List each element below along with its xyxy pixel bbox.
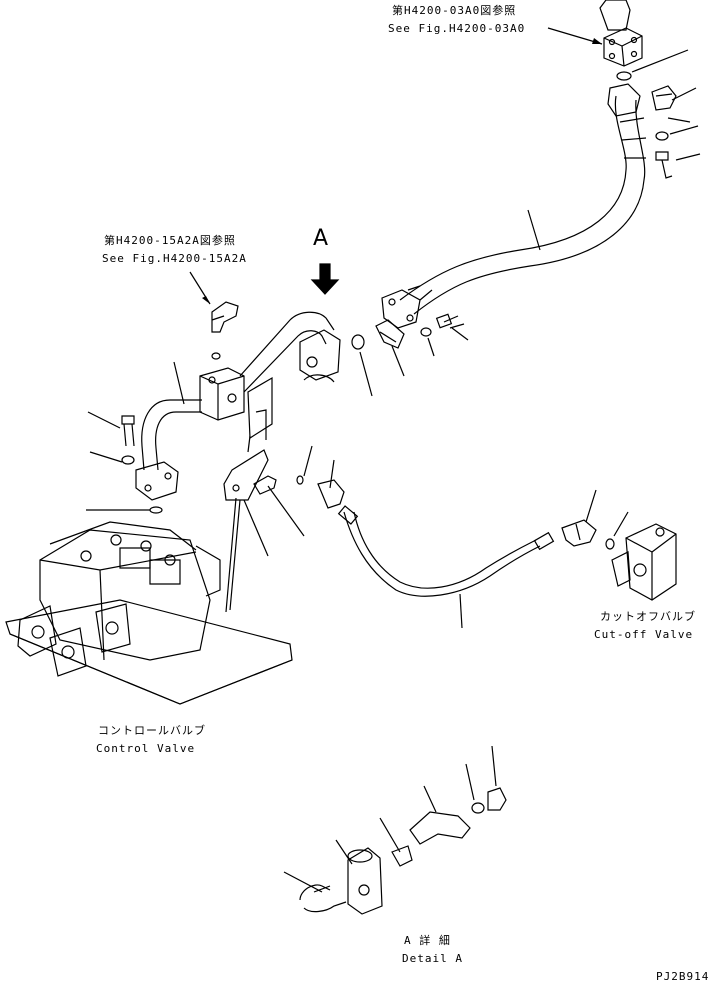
split-flange-top [652,86,676,110]
pipe-elbow-left [136,400,202,500]
control-valve [6,522,292,704]
elbow-fitting-top [212,302,238,332]
cutoff-valve [612,524,676,600]
steel-pipe [240,312,340,392]
o-ring-mid [352,335,364,349]
o-ring-top [617,72,631,80]
drawing-code: PJ2B914 [656,970,710,983]
pipe-bracket [224,378,272,610]
ref-label-mid-jp: 第H4200-15A2A図参照 [104,234,236,247]
lower-hose [318,460,553,596]
washer-left [122,456,134,464]
view-marker-label: A [313,226,329,251]
pipe-block [200,368,244,420]
ref-label-top-jp: 第H4200-03A0図参照 [392,4,517,17]
elbow-fitting-cutoff [562,520,596,546]
ref-label-top-en: See Fig.H4200-03A0 [388,22,526,35]
detail-label-en: Detail A [402,952,463,965]
bolt-bracket [254,476,276,494]
cutoff-valve-label-en: Cut-off Valve [594,628,694,641]
bolt-left [122,416,134,446]
view-arrow-a [312,264,338,294]
bolt-top [656,152,672,178]
bolt-mid [437,314,464,328]
hose-flange-mid [382,290,420,328]
detail-label-jp: A 詳 細 [404,934,451,947]
top-flange-block [600,0,642,66]
split-flange-mid [376,320,404,348]
control-valve-label-jp: コントロールバルブ [98,724,206,737]
detail-a [284,746,506,914]
ref-label-mid-en: See Fig.H4200-15A2A [102,252,247,265]
washer-top [656,132,668,140]
cutoff-valve-label-jp: カットオフバルブ [600,610,696,623]
o-ring-left [150,507,162,513]
washer-mid [421,328,431,336]
control-valve-label-en: Control Valve [96,742,196,755]
upper-hose [400,84,646,314]
